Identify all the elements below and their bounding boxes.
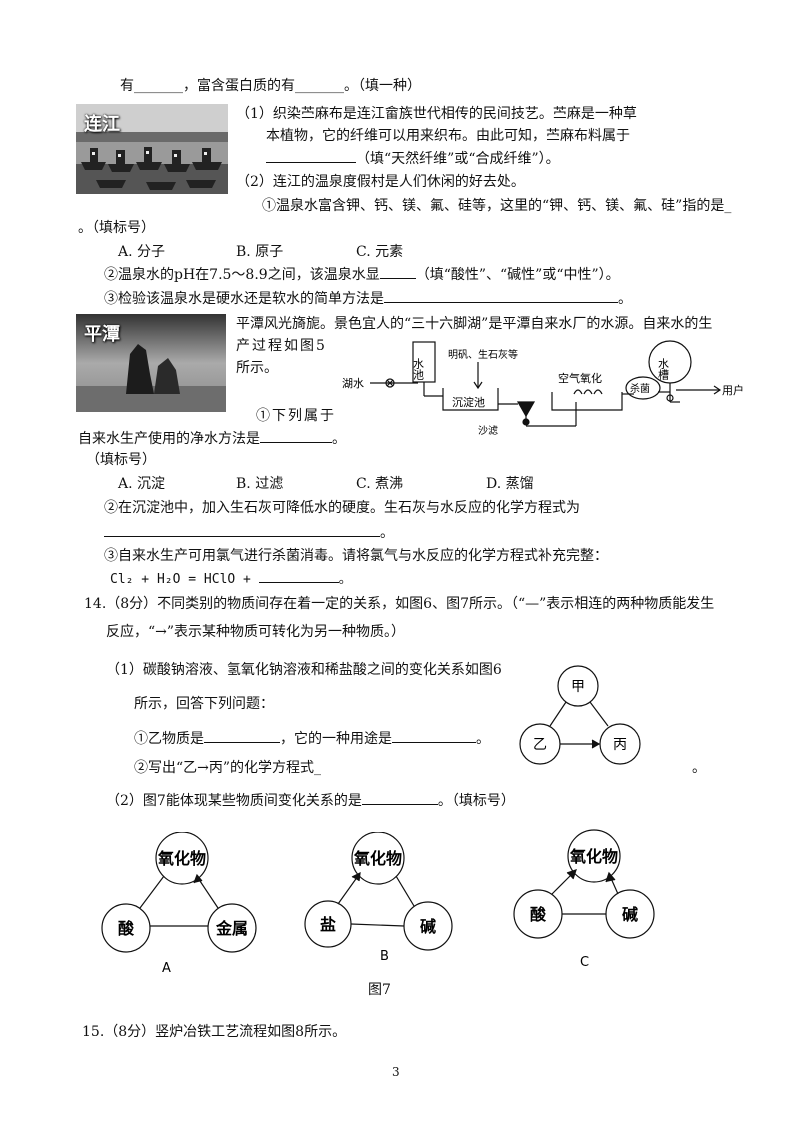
fig6-left-label: 乙 — [533, 737, 547, 753]
fig7b-left: 盐 — [320, 915, 336, 934]
text-line-5: （2）连江的温泉度假村是人们休闲的好去处。 — [236, 174, 525, 190]
figure-7-caption: 图7 — [368, 982, 391, 998]
text-line-21: Cl₂ + H₂O = HClO + 。 — [110, 568, 352, 590]
storage-tank-shape — [648, 340, 692, 384]
text-line-20: ③自来水生产可用氯气进行杀菌消毒。请将氯气与水反应的化学方程式补充完整： — [104, 548, 608, 564]
text-line-13: 所示。 — [236, 360, 278, 376]
purify-question: 自来水生产使用的净水方法是 — [78, 431, 260, 447]
photo-label-lianjiang: 连江 — [84, 114, 120, 135]
ph-question: ②温泉水的pH在7.5～8.9之间，该温泉水显 — [104, 267, 380, 283]
option-a: A. 分子 — [118, 244, 166, 260]
option-c-2: C. 煮沸 — [356, 476, 404, 492]
question-14-intro-2: 反应，“→”表示某种物质可转化为另一种物质。） — [106, 624, 406, 640]
figure-7-a: 氧化物 酸 金属 A — [101, 832, 257, 976]
fig5-storage: 水槽 — [657, 358, 670, 381]
lianjiang-photo: 连江 — [76, 104, 228, 194]
answer-blank[interactable] — [384, 288, 618, 303]
figure-7-c: 氧化物 酸 碱 C — [513, 829, 655, 968]
text-line-3: 本植物，它的纤维可以用来织布。由此可知，苎麻布料属于 — [266, 128, 630, 144]
fig5-sand-filter: 沙滤 — [478, 424, 498, 436]
answer-blank[interactable] — [104, 522, 380, 537]
text-line-1: 有_______，富含蛋白质的有_______。（填一种） — [120, 78, 421, 94]
text-line-19: 。 — [104, 522, 394, 543]
fig5-sediment-pool: 沉淀池 — [452, 395, 485, 409]
text-line-24: （1）碳酸钠溶液、氢氧化钠溶液和稀盐酸之间的变化关系如图6 — [106, 662, 502, 678]
fig6-right-label: 丙 — [613, 737, 627, 753]
hardwater-question: ③检验该温泉水是硬水还是软水的简单方法是 — [104, 291, 384, 307]
answer-blank[interactable] — [392, 728, 476, 743]
node-jia — [557, 665, 599, 707]
text-line-27: ②写出“乙→丙”的化学方程式_ — [134, 760, 322, 776]
text-line-18: ②在沉淀池中，加入生石灰可降低水的硬度。生石灰与水反应的化学方程式为 — [104, 500, 580, 516]
text-line-10: ③检验该温泉水是硬水还是软水的简单方法是。 — [104, 288, 632, 309]
fig7b-right: 碱 — [420, 917, 436, 936]
fig7c-left: 酸 — [530, 905, 547, 924]
text-line-6: ①温泉水富含钾、钙、镁、氟、硅等，这里的“钾、钙、镁、氟、硅”指的是_ — [262, 198, 732, 214]
photo-label-pingtan: 平潭 — [84, 324, 120, 345]
oxidation-tank-shape — [551, 392, 623, 411]
harbor-boats-image — [76, 104, 228, 194]
fig7c-top: 氧化物 — [569, 847, 618, 866]
figure-5-water-process: 湖水 水池 明矾、生石灰等 沉淀池 沙滤 空气氧化 杀菌 水槽 用户 — [342, 340, 744, 436]
fig7a-top: 氧化物 — [157, 849, 206, 868]
period-end-27: 。 — [692, 760, 706, 776]
fig5-air-oxidation: 空气氧化 — [558, 371, 602, 385]
question-15: 15.（8分）竖炉冶铁工艺流程如图8所示。 — [82, 1024, 347, 1040]
fig7a-right: 金属 — [215, 919, 248, 938]
answer-blank[interactable] — [258, 568, 339, 583]
text-line-4: （填“天然纤维”或“合成纤维”）。 — [266, 148, 560, 169]
figure-6: 甲 乙 丙 — [519, 665, 641, 765]
fig7-hint: 。（填标号） — [437, 793, 515, 809]
figure-7-b: 氧化物 盐 碱 B — [304, 832, 453, 964]
chlorine-equation: Cl₂ + H₂O = HClO + — [110, 572, 251, 587]
answer-blank[interactable] — [361, 790, 438, 805]
sediment-pool-shape — [442, 388, 499, 411]
text-line-12: 产过程如图5 — [236, 338, 327, 354]
page-number: 3 — [392, 1065, 400, 1079]
fig7-question: （2）图7能体现某些物质间变化关系的是 — [106, 793, 362, 809]
question-14-intro: 14.（8分）不同类别的物质间存在着一定的关系，如图6、图7所示。（“—”表示相… — [84, 596, 715, 612]
sand-filter-shape — [516, 401, 536, 418]
sea-rocks-image — [76, 314, 226, 412]
answer-blank[interactable] — [260, 428, 332, 443]
text-line-25: 所示，回答下列问题： — [134, 696, 274, 712]
fig7c-label: C — [580, 955, 589, 968]
fig5-additives: 明矾、生石灰等 — [448, 348, 518, 361]
answer-blank[interactable] — [379, 264, 416, 279]
option-b: B. 原子 — [236, 244, 284, 260]
pingtan-photo: 平潭 — [76, 314, 226, 412]
text-line-16: （填标号） — [86, 452, 156, 468]
option-c: C. 元素 — [356, 244, 404, 260]
fig5-sterilize: 杀菌 — [630, 382, 650, 395]
text-line-7: 。（填标号） — [78, 220, 155, 236]
fig5-user: 用户 — [722, 383, 744, 397]
fig6-top-label: 甲 — [571, 679, 585, 695]
fig7c-right: 碱 — [622, 905, 638, 924]
text-line-14: ①下列属于 — [256, 408, 336, 424]
text-line-2: （1）织染苎麻布是连江畲族世代相传的民间技艺。苎麻是一种草 — [236, 106, 637, 122]
fig7a-label: A — [162, 961, 171, 976]
sterilize-shape — [625, 376, 661, 400]
fig5-lake-water: 湖水 — [342, 377, 364, 390]
text-line-26: ①乙物质是，它的一种用途是。 — [134, 728, 490, 749]
fig7a-left: 酸 — [118, 919, 135, 938]
fig5-water-tank: 水池 — [412, 358, 425, 380]
period: 。 — [380, 525, 394, 541]
text-line-9: ②温泉水的pH在7.5～8.9之间，该温泉水显 （填“酸性”、“碱性”或“中性”）… — [104, 264, 620, 285]
fiber-hint: （填“天然纤维”或“合成纤维”）。 — [356, 151, 560, 167]
text-line-11: 平潭风光旖旎。景色宜人的“三十六脚湖”是平潭自来水厂的水源。自来水的生 — [236, 316, 713, 332]
ph-hint: （填“酸性”、“碱性”或“中性”）。 — [415, 267, 620, 283]
text-line-28: （2）图7能体现某些物质间变化关系的是 。（填标号） — [106, 790, 515, 811]
substance-yi-question: ①乙物质是 — [134, 731, 204, 747]
use-question: ，它的一种用途是 — [280, 731, 392, 747]
option-b-2: B. 过滤 — [236, 476, 284, 492]
text-line-15: 自来水生产使用的净水方法是。 — [78, 428, 346, 449]
option-d-2: D. 蒸馏 — [486, 476, 534, 492]
option-a-2: A. 沉淀 — [118, 476, 166, 492]
answer-blank[interactable] — [266, 148, 356, 163]
answer-blank[interactable] — [204, 728, 280, 743]
fig7b-top: 氧化物 — [353, 849, 402, 868]
fig7b-label: B — [380, 949, 389, 964]
